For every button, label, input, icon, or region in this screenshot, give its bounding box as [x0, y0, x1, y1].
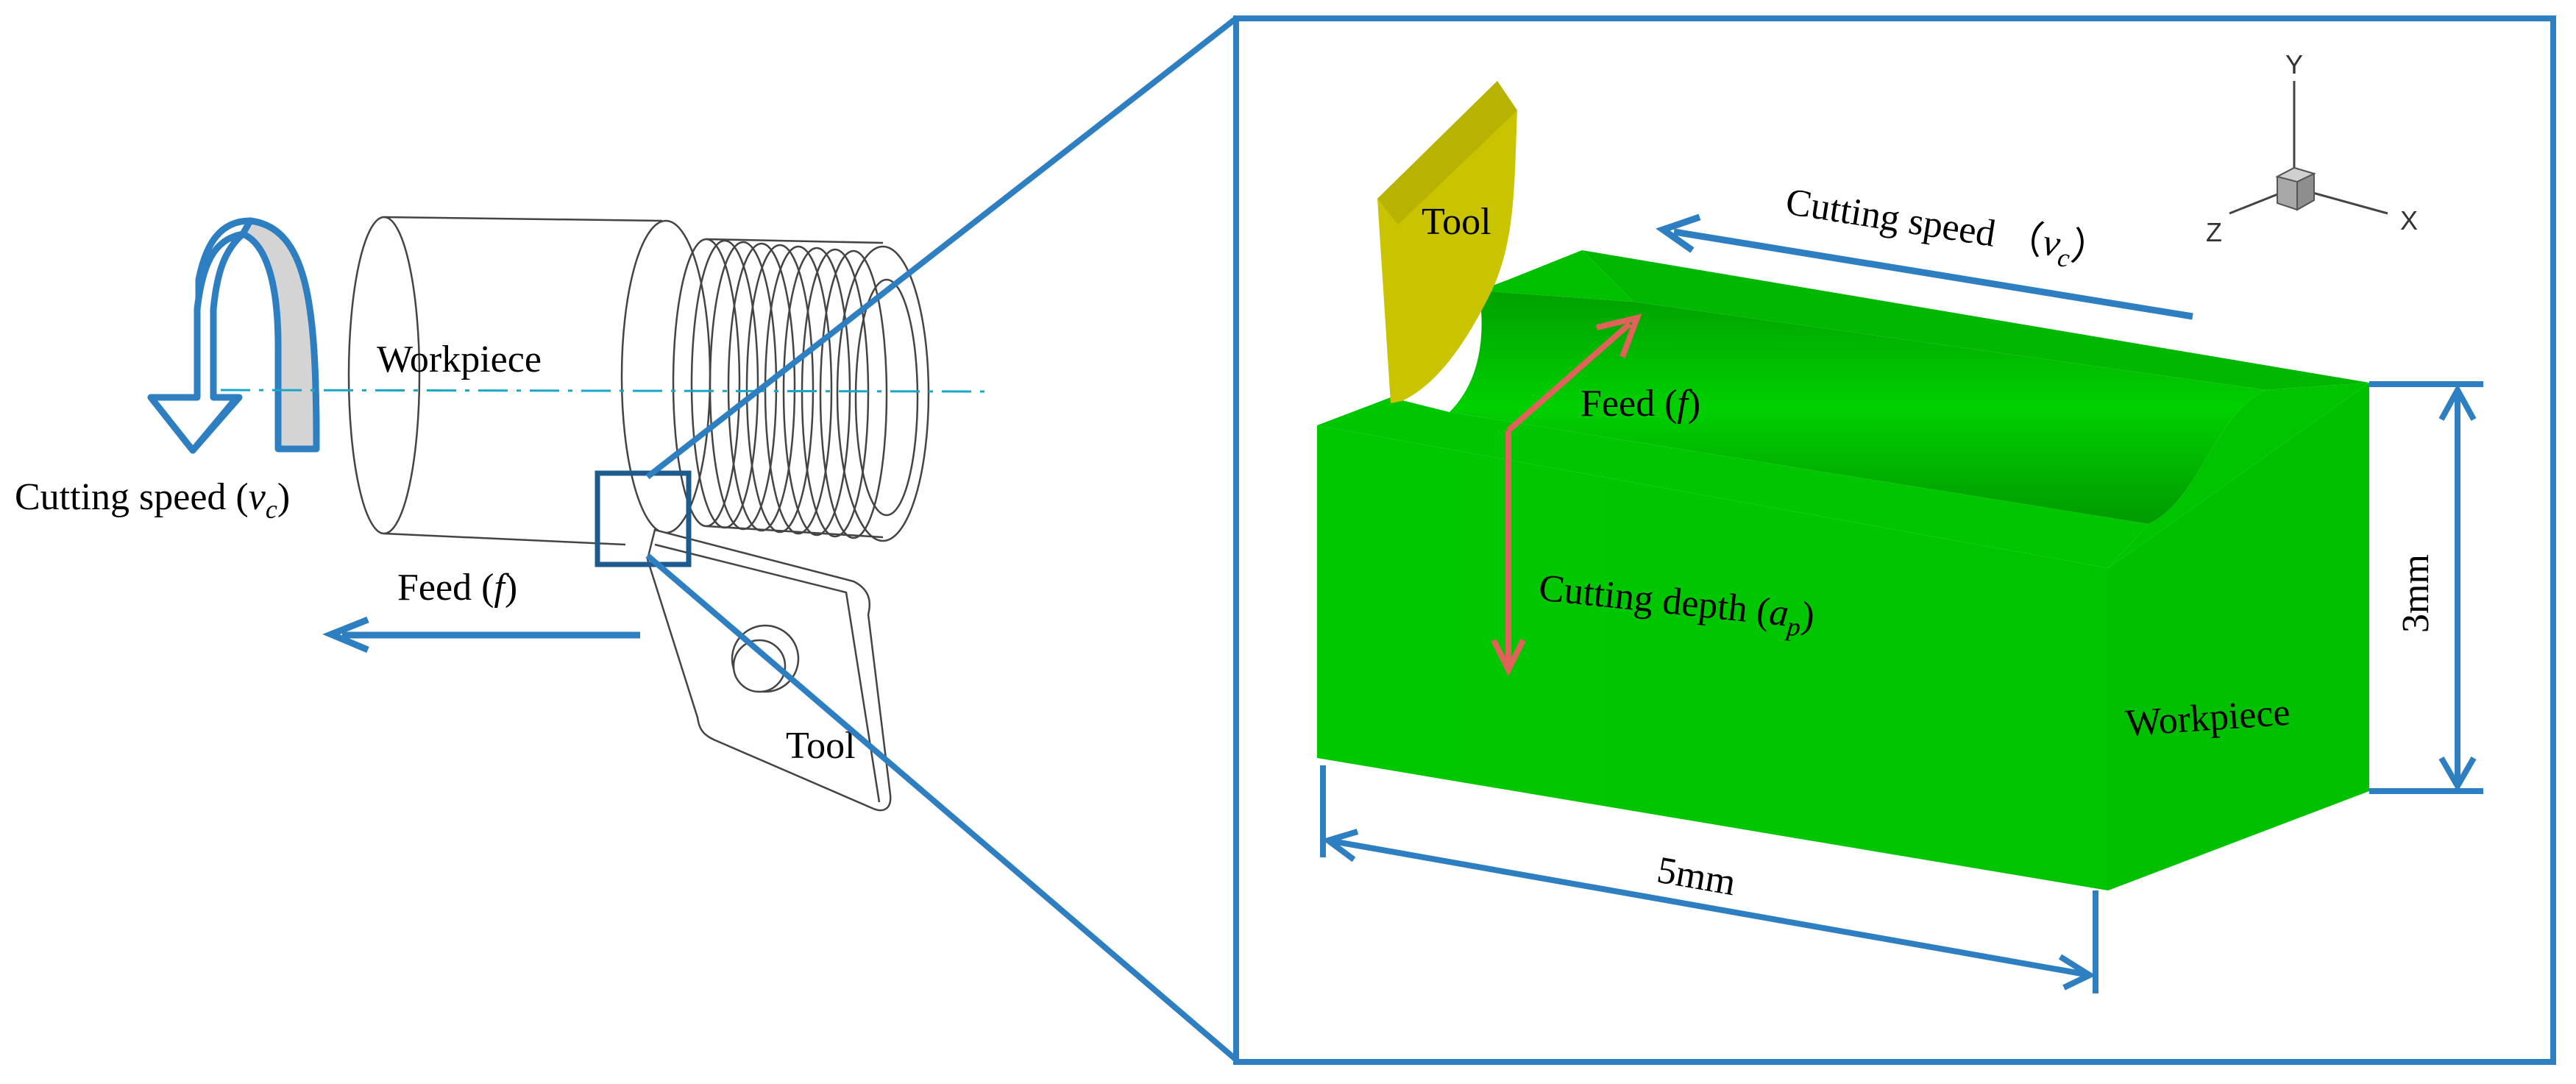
right-cutting-speed-label: Cutting speed（vc）: [1782, 181, 2112, 280]
length-dimension-label: 5mm: [1654, 849, 1739, 904]
rotation-arrow-icon: [147, 217, 320, 454]
axis-centerline: [220, 389, 987, 393]
right-tool-label: Tool: [1422, 201, 1491, 243]
feed-direction-arrow-icon: [1506, 313, 1642, 433]
workpiece-block: [1317, 250, 2369, 890]
cutting-tool: [1377, 81, 1517, 403]
detail-model: Y X Z Tool Cutting speed（vc） Feed (f) Cu…: [1317, 49, 2483, 993]
left-tool-label: Tool: [786, 725, 856, 767]
axis-x-label: X: [2400, 205, 2418, 235]
right-feed-label: Feed (f): [1580, 383, 1700, 425]
left-workpiece-label: Workpiece: [377, 339, 542, 380]
height-dimension-label: 3mm: [2395, 554, 2437, 633]
left-feed-label: Feed (f): [397, 567, 517, 609]
cutting-speed-arrow-icon: [1656, 213, 2193, 320]
zoom-box: [595, 470, 692, 567]
height-dimension: [2369, 381, 2483, 794]
axis-z-label: Z: [2206, 217, 2222, 247]
cutting-depth-arrow-icon: [1491, 431, 1526, 676]
feed-arrow-icon: [322, 616, 640, 653]
left-cutting-speed-label: Cutting speed (vc): [15, 476, 290, 524]
tool-insert: [646, 528, 892, 812]
workpiece-cylinder: [347, 216, 930, 546]
axis-triad-icon: Y X Z: [2206, 49, 2418, 247]
length-dimension: [1320, 765, 2098, 993]
zoom-connector-lines: [645, 15, 1238, 1063]
axis-y-label: Y: [2285, 49, 2303, 79]
detail-panel-frame: [1233, 15, 2556, 1065]
